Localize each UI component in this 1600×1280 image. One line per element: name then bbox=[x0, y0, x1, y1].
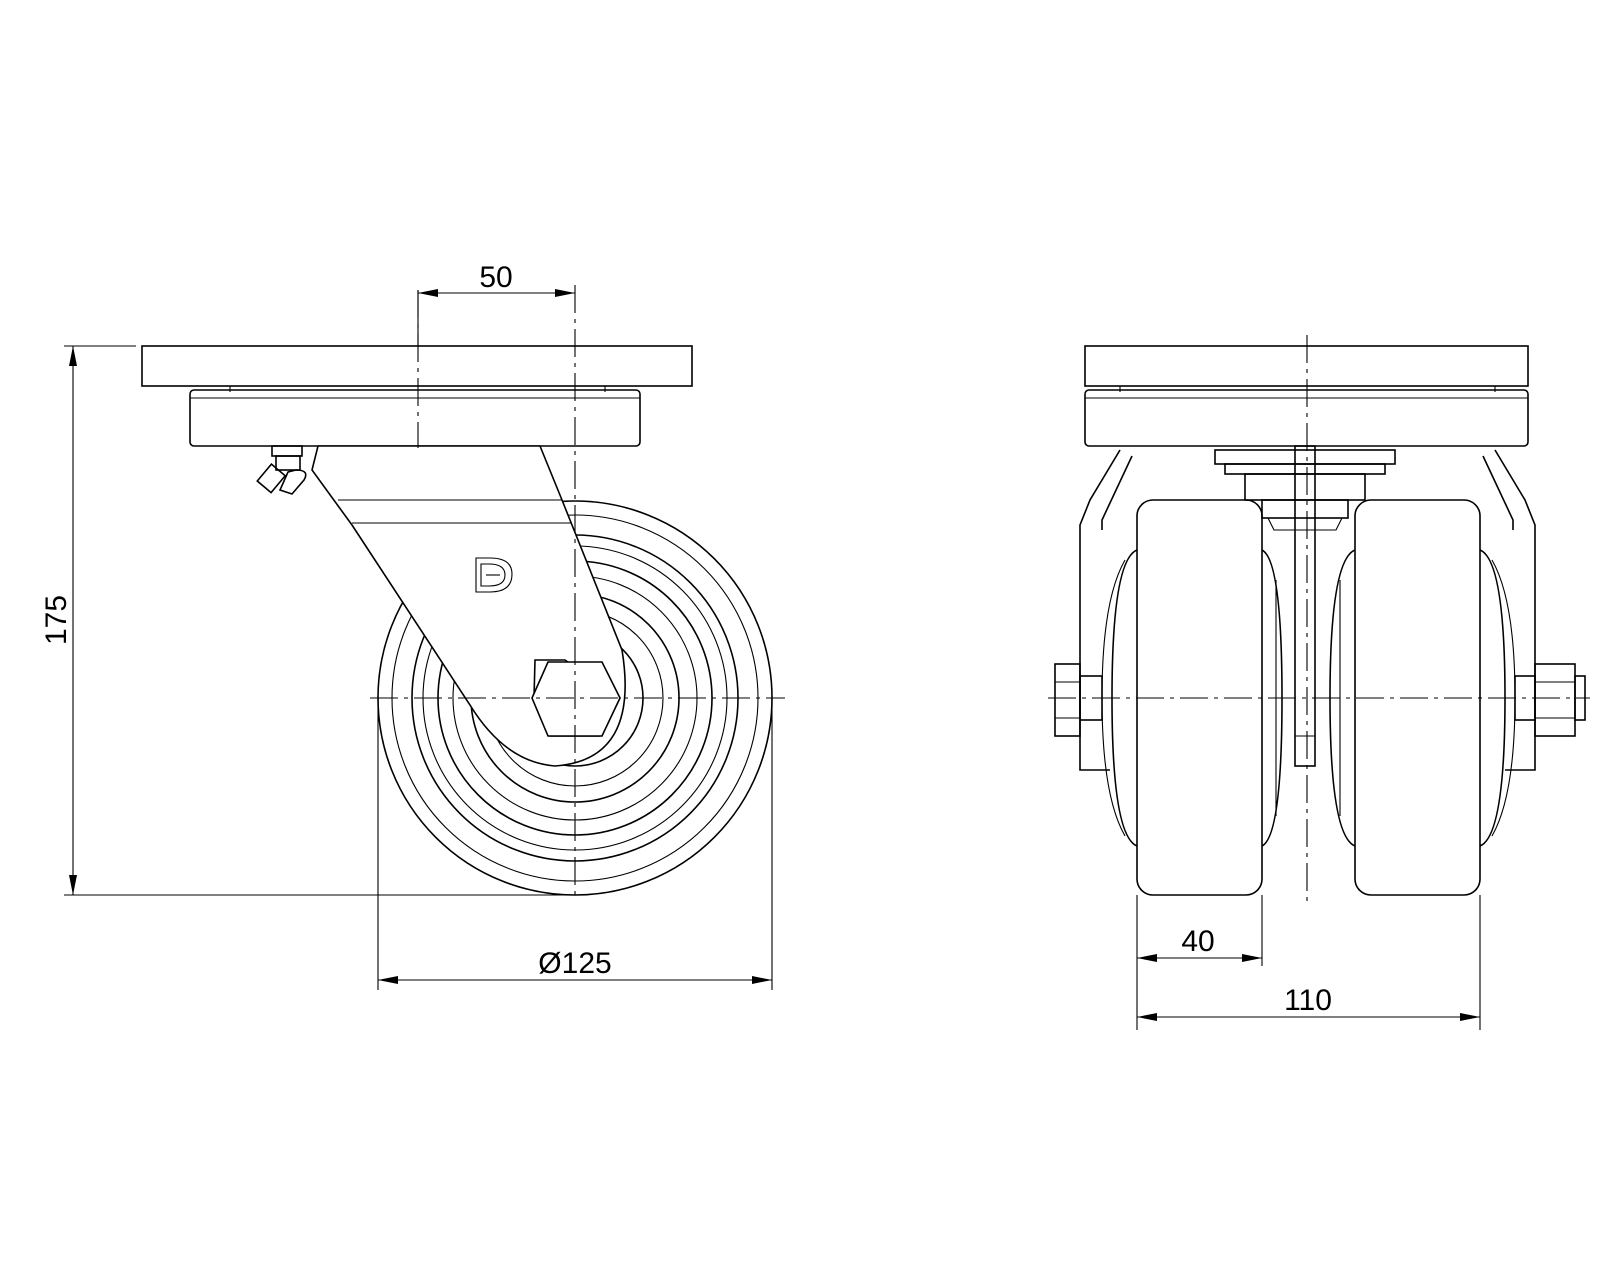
kingpin-assembly bbox=[1214, 445, 1396, 767]
front-view: 40 110 bbox=[1048, 335, 1590, 1030]
wheel-width-label: 40 bbox=[1181, 925, 1214, 958]
overall-width-dimension: 110 bbox=[1137, 895, 1481, 1030]
overall-width-label: 110 bbox=[1284, 984, 1332, 1017]
fork-sides bbox=[1079, 449, 1536, 771]
side-view: 50 175 Ø125 bbox=[40, 261, 785, 990]
height-label: 175 bbox=[40, 595, 73, 645]
wheel-width-dimension: 40 bbox=[1136, 895, 1263, 1030]
top-plate bbox=[141, 345, 693, 387]
offset-label: 50 bbox=[479, 261, 512, 294]
height-dimension: 175 bbox=[40, 345, 575, 896]
grease-nipple bbox=[256, 445, 307, 495]
brand-logo bbox=[475, 557, 513, 593]
diameter-label: Ø125 bbox=[538, 947, 611, 980]
offset-dimension: 50 bbox=[417, 261, 575, 345]
diameter-dimension: Ø125 bbox=[377, 698, 773, 990]
